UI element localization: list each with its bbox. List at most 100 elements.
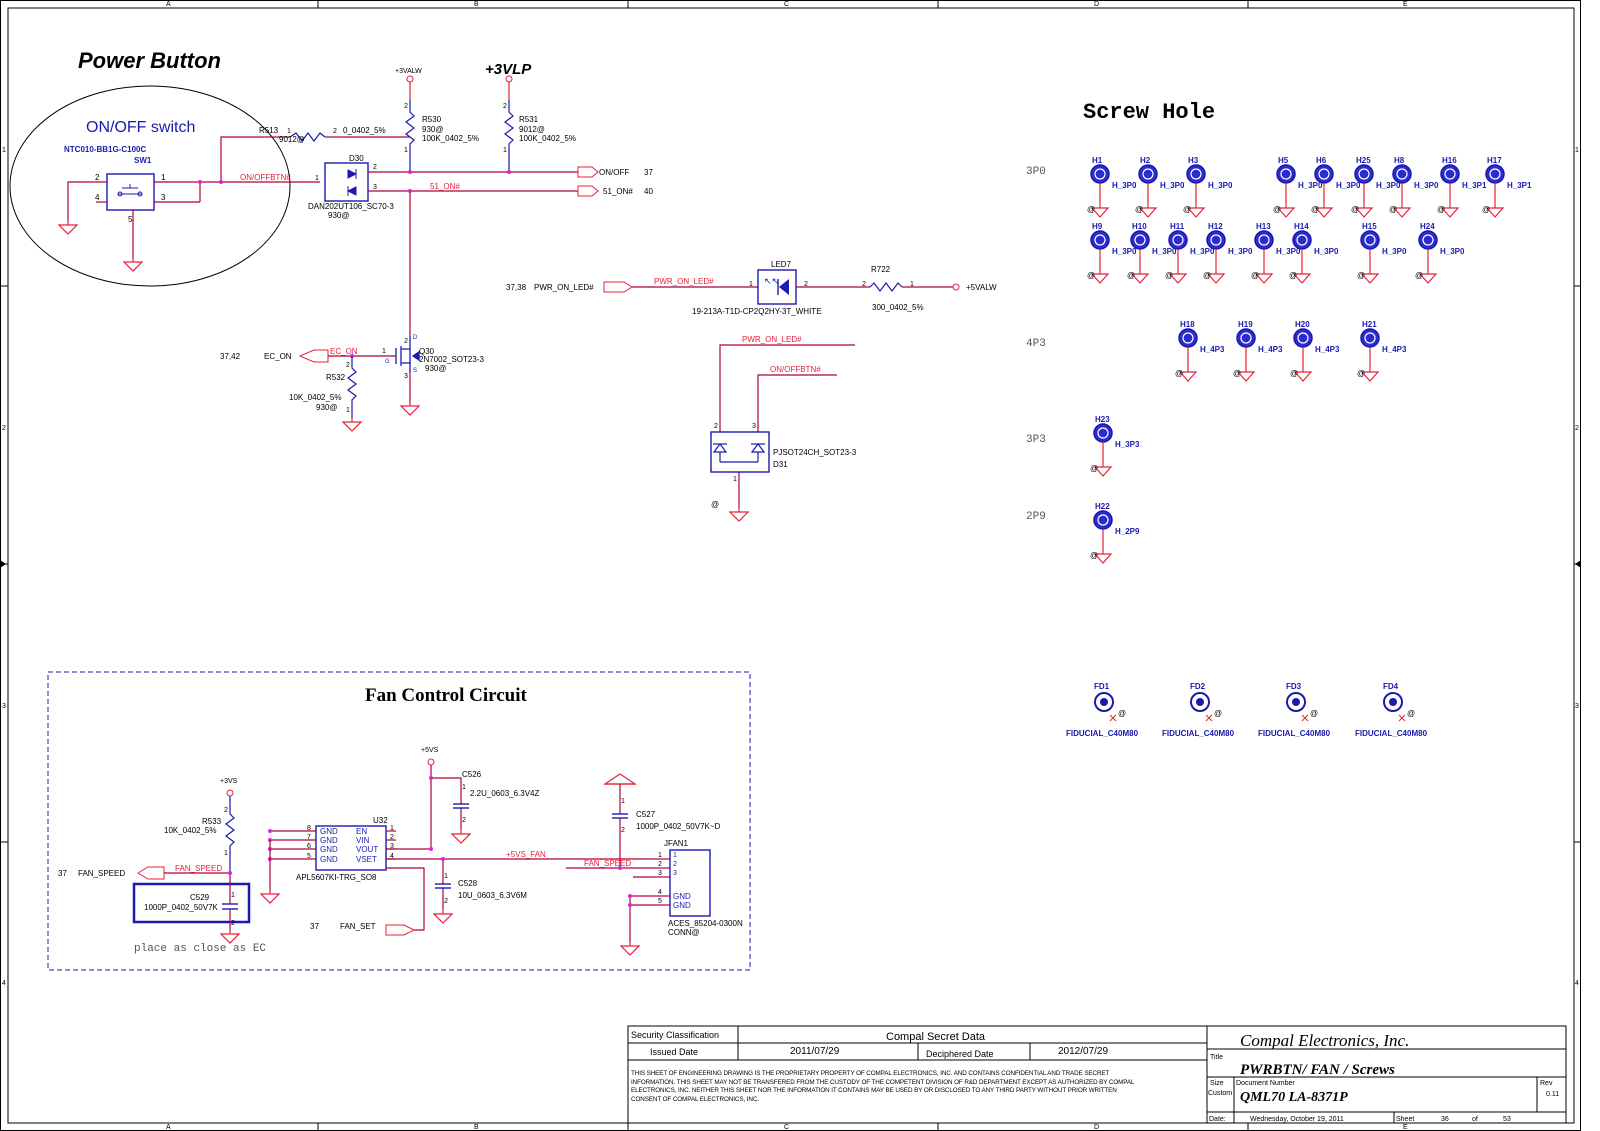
issued-value: 2011/07/29 bbox=[790, 1046, 840, 1057]
c529-ref: C529 bbox=[190, 893, 210, 902]
group-2p9: 2P9 bbox=[1026, 511, 1046, 523]
screw-hole-icon bbox=[1485, 164, 1505, 184]
c529-value: 1000P_0402_50V7K bbox=[144, 903, 219, 912]
fiducial-mark-icon bbox=[1205, 714, 1213, 722]
row-label-3-right: 3 bbox=[1575, 703, 1579, 710]
rail-3vlp: +3VLP bbox=[485, 61, 532, 78]
junction-dot bbox=[618, 866, 622, 870]
net-5vs-fan: +5VS_FAN bbox=[506, 850, 546, 859]
led7-ref: LED7 bbox=[771, 260, 792, 269]
fiducial-icon bbox=[1383, 692, 1403, 712]
screw-hole: H3H_3P0@ bbox=[1183, 156, 1233, 218]
d30-symbol bbox=[324, 162, 369, 202]
col-label-c: C bbox=[784, 1, 789, 8]
junction-dot bbox=[219, 180, 223, 184]
screw-hole-ring bbox=[1094, 168, 1106, 180]
row-label-4: 4 bbox=[2, 980, 6, 987]
screw-hole-opt: @ bbox=[1351, 205, 1359, 214]
jfan1-part: ACES_85204-0300N bbox=[668, 919, 743, 928]
ground-symbol bbox=[1314, 183, 1334, 218]
legal-notice: THIS SHEET OF ENGINEERING DRAWING IS THE… bbox=[631, 1070, 1135, 1103]
q30-pin2: 2 bbox=[404, 338, 408, 345]
u32-pin-name: GND bbox=[320, 836, 338, 845]
security-label: Security Classification bbox=[631, 1030, 719, 1040]
sw1-pin: 1 bbox=[161, 173, 166, 182]
ground-symbol bbox=[1418, 249, 1438, 284]
screw-hole-opt: @ bbox=[1165, 271, 1173, 280]
d30-pin3: 3 bbox=[373, 184, 377, 191]
screw-hole-icon bbox=[1360, 230, 1380, 250]
screw-hole-opt: @ bbox=[1289, 271, 1297, 280]
screw-hole-ring bbox=[1296, 234, 1308, 246]
screw-hole-ref: H13 bbox=[1256, 222, 1271, 231]
fan-set-label: FAN_SET bbox=[340, 922, 376, 931]
fiducial-mark-icon bbox=[1109, 714, 1117, 722]
screw-hole-part: H_3P0 bbox=[1440, 247, 1465, 256]
r532-opt: 930@ bbox=[316, 403, 337, 412]
fan-note: place as close as EC bbox=[134, 943, 266, 955]
screw-hole-ref: H21 bbox=[1362, 320, 1377, 329]
screw-hole-part: H_4P3 bbox=[1382, 345, 1407, 354]
q30-pin1: 1 bbox=[382, 348, 386, 355]
c526-value: 2.2U_0603_6.3V4Z bbox=[470, 789, 540, 798]
date-value: Wednesday, October 19, 2011 bbox=[1250, 1116, 1344, 1123]
center-mark-right bbox=[1575, 560, 1581, 568]
jfan1-ref: JFAN1 bbox=[664, 839, 689, 848]
fiducial-mark-icon bbox=[1301, 714, 1309, 722]
jfan1-gnd: GND bbox=[673, 892, 691, 901]
fiducial-part: FIDUCIAL_C40M80 bbox=[1066, 729, 1139, 738]
junction-dot bbox=[441, 857, 445, 861]
screw-hole-opt: @ bbox=[1183, 205, 1191, 214]
net-ec-on: EC_ON bbox=[330, 347, 358, 356]
port-onoff-label: ON/OFF bbox=[599, 168, 629, 177]
ground-symbol bbox=[342, 418, 362, 432]
led7-pin2: 2 bbox=[804, 281, 808, 288]
screw-hole-icon bbox=[1090, 230, 1110, 250]
c528-value: 10U_0603_6.3V6M bbox=[458, 891, 527, 900]
fiducial-opt: @ bbox=[1310, 709, 1318, 718]
screw-hole-ring bbox=[1097, 514, 1109, 526]
screw-hole-part: H_3P0 bbox=[1190, 247, 1215, 256]
jfan1-inner-num: 3 bbox=[673, 870, 677, 877]
r722-value: 300_0402_5% bbox=[872, 303, 924, 312]
jfan1-pin-num: 4 bbox=[658, 889, 662, 896]
fiducial-part: FIDUCIAL_C40M80 bbox=[1258, 729, 1331, 738]
jfan1-pin-num: 3 bbox=[658, 870, 662, 877]
r722-resistor bbox=[869, 282, 903, 292]
r530-pin1: 1 bbox=[404, 147, 408, 154]
d31-net-b: ON/OFFBTN# bbox=[770, 365, 821, 374]
u32-pin-num: 1 bbox=[390, 825, 394, 832]
q30-g: G bbox=[385, 359, 390, 365]
screw-hole-ref: H17 bbox=[1487, 156, 1502, 165]
u32-pin-name: VSET bbox=[356, 855, 377, 864]
screw-hole-part: H_3P1 bbox=[1462, 181, 1487, 190]
r530-opt: 930@ bbox=[422, 125, 443, 134]
screw-hole-ring bbox=[1134, 234, 1146, 246]
u32-pin-num: 8 bbox=[307, 825, 311, 832]
screw-hole-part: H_3P0 bbox=[1314, 247, 1339, 256]
jfan1-body bbox=[669, 849, 711, 917]
screw-hole-icon bbox=[1130, 230, 1150, 250]
d31-pin3: 3 bbox=[752, 423, 756, 430]
screw-hole-icon bbox=[1392, 164, 1412, 184]
ground-symbol bbox=[1236, 347, 1256, 382]
row-label-2-right: 2 bbox=[1575, 425, 1579, 432]
d30-wires bbox=[368, 171, 578, 336]
screw-hole-ring bbox=[1097, 427, 1109, 439]
ground-symbol bbox=[620, 942, 640, 956]
u32-pin-num: 2 bbox=[390, 834, 394, 841]
screw-hole-icon bbox=[1418, 230, 1438, 250]
screw-hole-part: H_4P3 bbox=[1315, 345, 1340, 354]
u32-ref: U32 bbox=[373, 816, 388, 825]
col-label-c-bottom: C bbox=[784, 1124, 789, 1131]
screw-hole: H6H_3P0@ bbox=[1311, 156, 1361, 218]
screw-hole-opt: @ bbox=[1090, 464, 1098, 473]
col-label-a: A bbox=[166, 1, 171, 8]
row-label-1: 1 bbox=[2, 147, 6, 154]
screw-hole-icon bbox=[1360, 328, 1380, 348]
screw-hole-opt: @ bbox=[1175, 369, 1183, 378]
rail-3vs: +3VS bbox=[220, 778, 238, 785]
